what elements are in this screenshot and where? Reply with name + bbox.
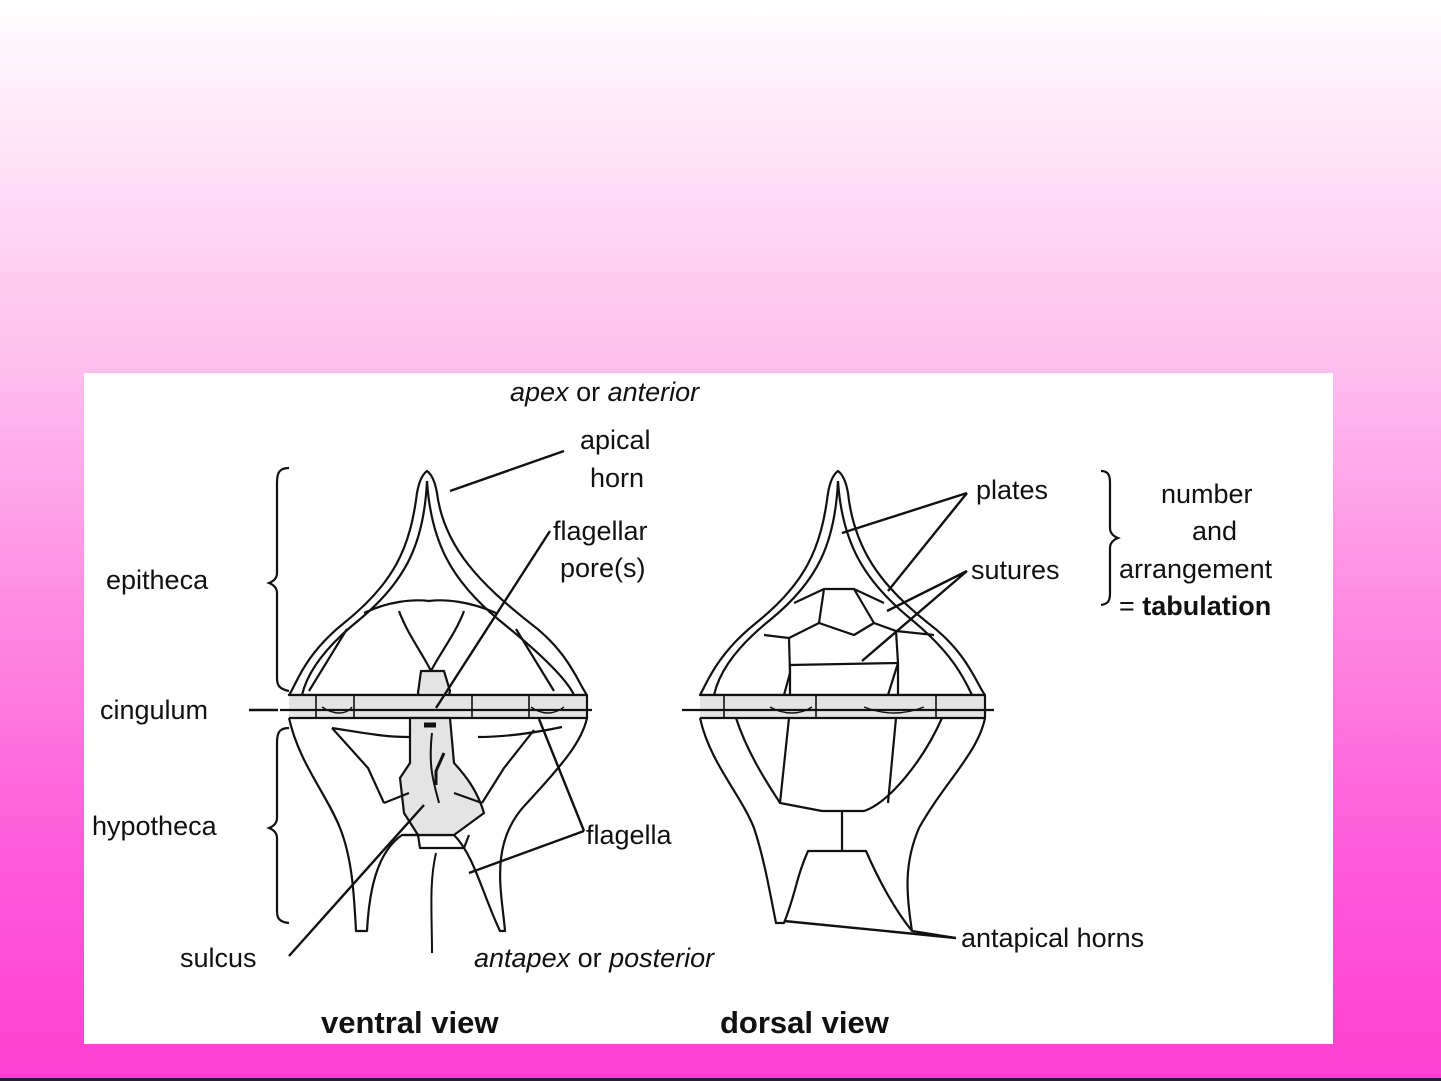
cingulum-label: cingulum bbox=[100, 695, 208, 725]
arrangement-label: arrangement bbox=[1119, 554, 1273, 584]
ventral-cell bbox=[280, 471, 592, 953]
dorsal-cingulum bbox=[700, 695, 985, 718]
dorsal-view-caption: dorsal view bbox=[720, 1005, 890, 1040]
dinoflagellate-figure: apex or anterior apical horn flagellar p… bbox=[84, 373, 1333, 1044]
number-label: number bbox=[1161, 479, 1253, 509]
flagellar-pore-label-line2: pore(s) bbox=[560, 553, 646, 583]
tabulation-label: = tabulation bbox=[1119, 591, 1271, 621]
dorsal-cell bbox=[682, 471, 994, 931]
ventral-epitheca-outline bbox=[289, 471, 587, 695]
and-label: and bbox=[1192, 516, 1237, 546]
apical-horn-label-line2: horn bbox=[590, 463, 644, 493]
apex-label: apex or anterior bbox=[510, 377, 700, 407]
flagellar-pore-label-line1: flagellar bbox=[553, 516, 648, 546]
hypotheca-bracket bbox=[269, 728, 289, 923]
sutures-label: sutures bbox=[971, 555, 1060, 585]
flagella-label: flagella bbox=[586, 820, 673, 850]
dinoflagellate-diagram: apex or anterior apical horn flagellar p… bbox=[84, 373, 1333, 1044]
sulcus-label: sulcus bbox=[180, 943, 257, 973]
antapex-label: antapex or posterior bbox=[474, 943, 715, 973]
tabulation-bracket bbox=[1101, 471, 1118, 605]
epitheca-label: epitheca bbox=[106, 565, 209, 595]
ventral-view-caption: ventral view bbox=[321, 1005, 499, 1040]
plates-label: plates bbox=[976, 475, 1048, 505]
antapical-horns-label: antapical horns bbox=[961, 923, 1144, 953]
hypotheca-label: hypotheca bbox=[92, 811, 218, 841]
apical-horn-label-line1: apical bbox=[580, 425, 651, 455]
epitheca-bracket bbox=[269, 468, 289, 691]
